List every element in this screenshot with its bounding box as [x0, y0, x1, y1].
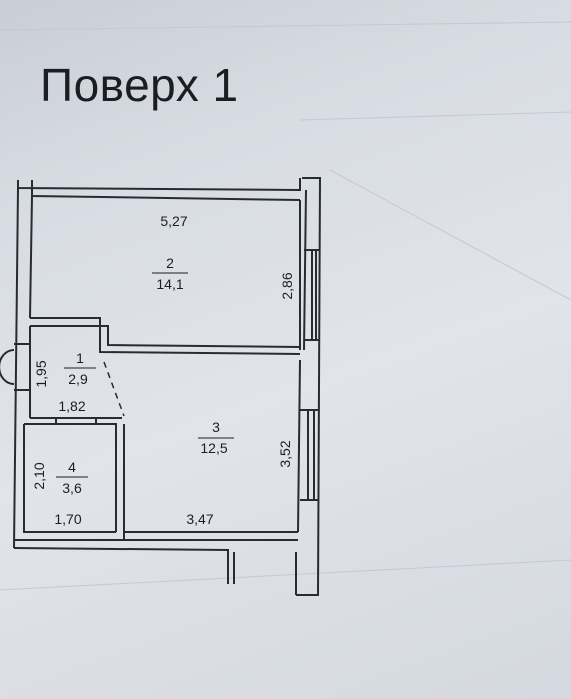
door-opening — [103, 361, 125, 417]
room-3-area: 12,5 — [200, 440, 227, 456]
page-title: Поверх 1 — [40, 59, 239, 111]
room-3-height: 3,52 — [277, 440, 293, 467]
room-4-area: 3,6 — [62, 480, 82, 496]
room-3-width: 3,47 — [186, 511, 213, 527]
room-4-number: 4 — [68, 459, 76, 475]
room-3-number: 3 — [212, 419, 220, 435]
room-1-number: 1 — [76, 350, 84, 366]
room-4-width: 1,70 — [54, 511, 81, 527]
room-2-area: 14,1 — [156, 276, 183, 292]
room-4-height: 2,10 — [31, 462, 47, 489]
room-2-width: 5,27 — [160, 213, 187, 229]
room-2-number: 2 — [166, 255, 174, 271]
room-1-width: 1,82 — [58, 398, 85, 414]
room-1-area: 2,9 — [68, 371, 88, 387]
room-2-height: 2,86 — [279, 272, 295, 299]
room-1-height: 1,95 — [33, 360, 49, 387]
background-guides — [0, 21, 571, 591]
walls — [0, 177, 322, 596]
